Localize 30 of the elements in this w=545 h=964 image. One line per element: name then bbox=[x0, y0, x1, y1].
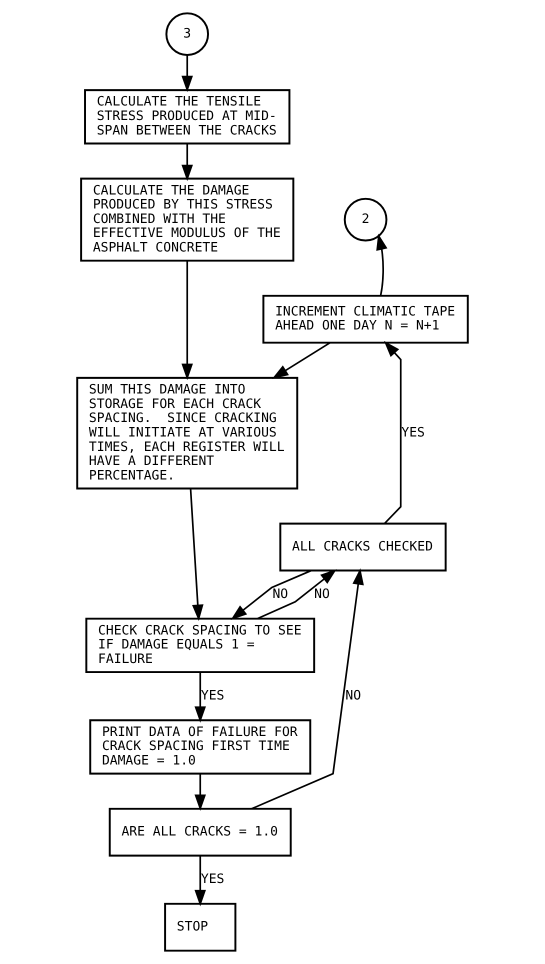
arrow bbox=[194, 856, 206, 906]
node-circle: 3 bbox=[165, 12, 210, 56]
node-circle: 2 bbox=[344, 198, 388, 242]
edge-label: NO bbox=[272, 586, 288, 602]
node-box: STOP bbox=[164, 902, 236, 952]
arrow bbox=[181, 55, 193, 92]
arrow bbox=[181, 144, 193, 182]
node-box: CHECK CRACK SPACING TO SEE IF DAMAGE EQUALS 1 = FAILURE bbox=[85, 618, 316, 674]
arrow bbox=[194, 672, 206, 723]
node-box: CALCULATE THE TENSILE STRESS PRODUCED AT MID- SPAN BETWEEN THE CRACKS bbox=[84, 89, 290, 144]
node-box: ARE ALL CRACKS = 1.0 bbox=[108, 808, 292, 857]
arrow bbox=[194, 774, 206, 811]
node-box: PRINT DATA OF FAILURE FOR CRACK SPACING FIRST TIME DAMAGE = 1.0 bbox=[89, 719, 312, 775]
arrow bbox=[251, 568, 364, 810]
arrow bbox=[230, 570, 312, 620]
edge-label: NO bbox=[314, 586, 330, 602]
arrow bbox=[384, 340, 402, 524]
arrow bbox=[190, 488, 204, 621]
arrow bbox=[376, 234, 388, 296]
node-box: ALL CRACKS CHECKED bbox=[279, 522, 447, 572]
node-box: CALCULATE THE DAMAGE PRODUCED BY THIS STRESS COMBINED WITH THE EFFECTIVE MODULUS OF THE ASPHALT CONCRETE bbox=[80, 178, 294, 262]
edge-label: NO bbox=[345, 688, 362, 704]
arrow bbox=[257, 569, 337, 620]
edge-label: YES bbox=[401, 425, 425, 440]
arrow bbox=[272, 342, 330, 379]
edge-label: YES bbox=[200, 688, 224, 704]
node-box: INCREMENT CLIMATIC TAPE AHEAD ONE DAY N = N+1 bbox=[262, 294, 469, 344]
arrow bbox=[181, 261, 193, 380]
node-box: SUM THIS DAMAGE INTO STORAGE FOR EACH CRACK SPACING. SINCE CRACKING WILL INITIATE AT VARIOUS TIMES, EACH REGISTER WILL HAVE A DIFFERENT PERCENTAGE. bbox=[76, 376, 298, 490]
edge-label: YES bbox=[200, 872, 224, 887]
